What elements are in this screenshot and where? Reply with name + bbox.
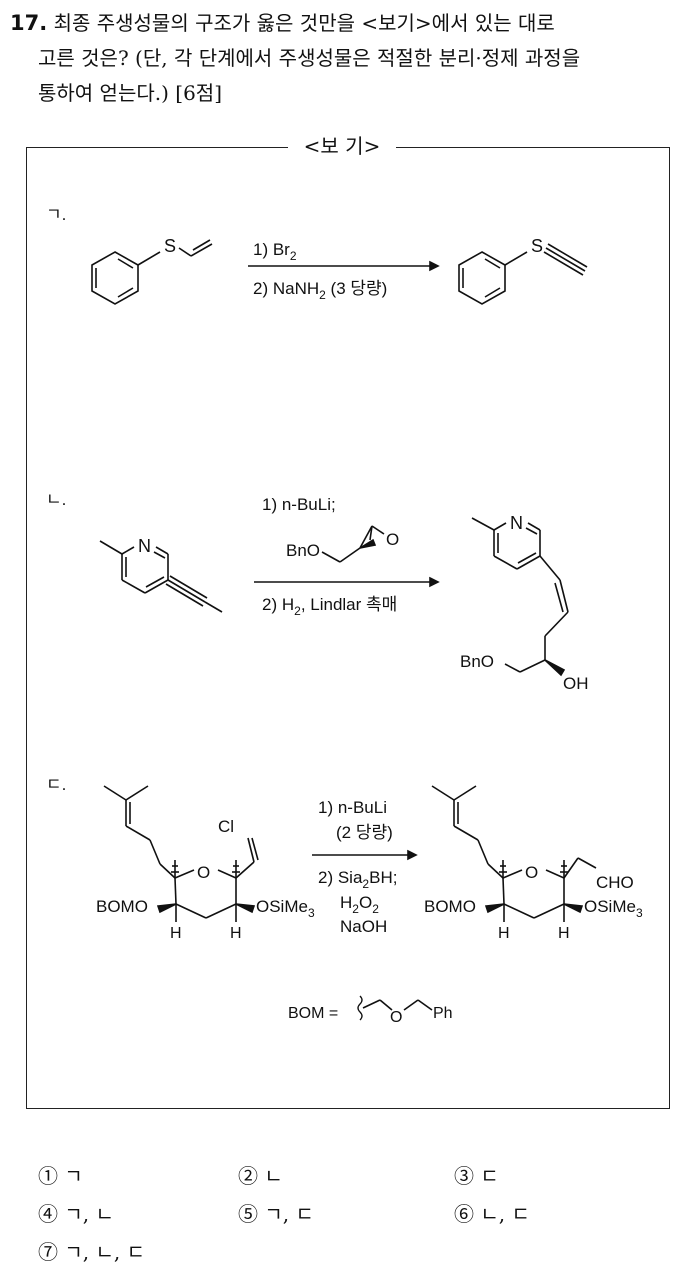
item-c-label: ㄷ. bbox=[46, 775, 66, 794]
sm-cl: Cl bbox=[218, 817, 234, 836]
question-stem: 17. 최종 주생성물의 구조가 옳은 것만을 <보기>에서 있는 대로 고른 … bbox=[10, 6, 678, 111]
choice-4[interactable]: ④ ㄱ, ㄴ bbox=[38, 1202, 114, 1226]
item-c-starting-material: O Cl BOMO H H OSiMe3 bbox=[96, 785, 315, 942]
pr-h: H bbox=[558, 925, 570, 942]
pr-h: H bbox=[498, 925, 510, 942]
bom-label: BOM = bbox=[288, 1005, 338, 1022]
question-line-1: 17. 최종 주생성물의 구조가 옳은 것만을 <보기>에서 있는 대로 bbox=[10, 11, 555, 35]
item-c-condition-2: 2) Sia2BH; bbox=[318, 868, 397, 891]
bom-o: O bbox=[390, 1009, 402, 1026]
item-c-arrow bbox=[312, 849, 418, 861]
question-line-2: 고른 것은? (단, 각 단계에서 주생성물은 적절한 분리·정제 과정을 bbox=[38, 46, 581, 70]
item-c-condition-1b: (2 당량) bbox=[336, 823, 393, 842]
item-b-starting-material: N bbox=[99, 536, 223, 613]
item-c-condition-4: NaOH bbox=[340, 917, 387, 936]
question-number: 17. bbox=[10, 11, 48, 35]
item-a-arrow bbox=[248, 260, 440, 272]
box-title: <보 기> bbox=[288, 132, 396, 160]
sm-h: H bbox=[170, 925, 182, 942]
atom-s: S bbox=[164, 236, 176, 256]
atom-s: S bbox=[531, 236, 543, 256]
item-b-epoxide: BnO O bbox=[286, 525, 399, 563]
item-a-condition-1: 1) Br2 bbox=[253, 240, 297, 263]
item-b-label: ㄴ. bbox=[46, 490, 66, 509]
pr-bomo: BOMO bbox=[424, 897, 476, 916]
item-b-arrow bbox=[254, 576, 440, 588]
item-a-label: ㄱ. bbox=[46, 205, 66, 224]
prod-oh: OH bbox=[563, 674, 589, 693]
ring-o: O bbox=[525, 863, 538, 882]
epoxide-o: O bbox=[386, 530, 399, 549]
choice-3[interactable]: ③ ㄷ bbox=[454, 1164, 499, 1188]
atom-n: N bbox=[138, 536, 151, 556]
atom-n: N bbox=[510, 513, 523, 533]
item-a-condition-2: 2) NaNH2 (3 당량) bbox=[253, 279, 387, 302]
question-line-3: 통하여 얻는다.) [6점] bbox=[38, 81, 223, 105]
sm-bomo: BOMO bbox=[96, 897, 148, 916]
bom-definition: BOM = O Ph bbox=[288, 995, 453, 1026]
sm-h: H bbox=[230, 925, 242, 942]
choice-5[interactable]: ⑤ ㄱ, ㄷ bbox=[238, 1202, 314, 1226]
choice-1[interactable]: ① ㄱ bbox=[38, 1164, 83, 1188]
item-b-product: N BnO OH bbox=[460, 513, 589, 693]
reagent-bno: BnO bbox=[286, 541, 320, 560]
pr-osime3: OSiMe3 bbox=[584, 897, 643, 920]
pr-cho: CHO bbox=[596, 873, 634, 892]
ring-o: O bbox=[197, 863, 210, 882]
choice-2[interactable]: ② ㄴ bbox=[238, 1164, 283, 1188]
item-c-condition-3: H2O2 bbox=[340, 893, 379, 916]
sm-osime3: OSiMe3 bbox=[256, 897, 315, 920]
item-a-starting-material: S bbox=[91, 236, 213, 305]
choice-7[interactable]: ⑦ ㄱ, ㄴ, ㄷ bbox=[38, 1240, 145, 1264]
item-c-product: O CHO BOMO H H OSiMe3 bbox=[424, 785, 643, 942]
item-a-product: S bbox=[458, 236, 588, 305]
choice-6[interactable]: ⑥ ㄴ, ㄷ bbox=[454, 1202, 530, 1226]
item-b-condition-2: 2) H2, Lindlar 촉매 bbox=[262, 595, 397, 618]
prod-bno: BnO bbox=[460, 652, 494, 671]
item-c-condition-1: 1) n-BuLi bbox=[318, 798, 387, 817]
item-b-condition-1: 1) n-BuLi; bbox=[262, 495, 336, 514]
bom-ph: Ph bbox=[433, 1005, 453, 1022]
